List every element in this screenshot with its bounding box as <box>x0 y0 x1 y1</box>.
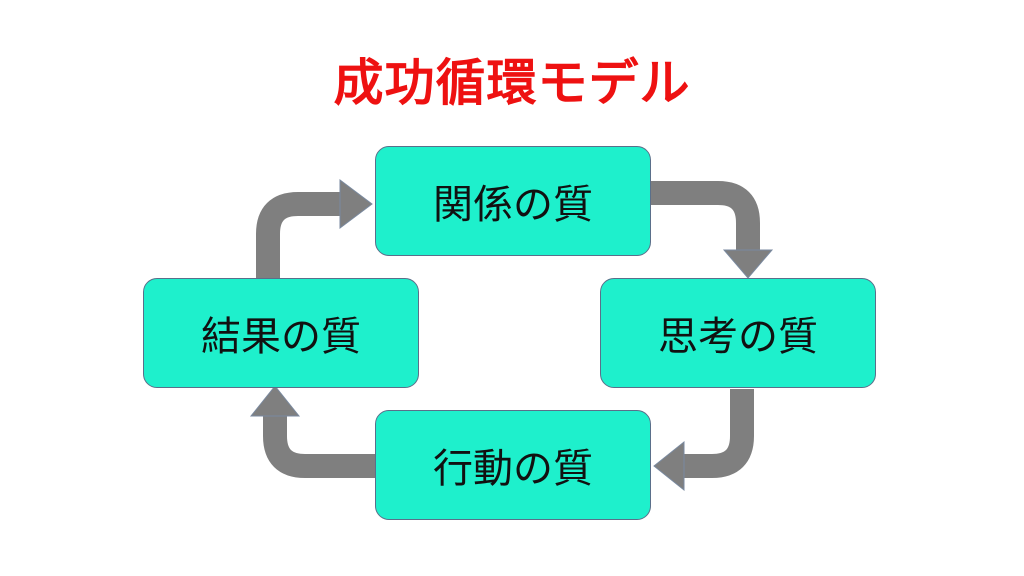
arrowhead-down-icon <box>722 249 774 279</box>
arrow-relationship-to-thinking-icon <box>650 181 760 252</box>
diagram-title: 成功循環モデル <box>333 54 691 112</box>
arrowhead-right-icon <box>339 179 373 229</box>
node-relationship: 関係の質 <box>375 146 651 256</box>
arrow-result-to-relationship-icon <box>256 192 342 278</box>
arrowhead-left-icon <box>653 440 685 492</box>
node-thinking: 思考の質 <box>600 278 876 388</box>
arrowhead-up-icon <box>249 385 301 417</box>
node-action: 行動の質 <box>375 410 651 520</box>
arrow-thinking-to-action-icon <box>682 389 754 478</box>
arrow-action-to-result-icon <box>263 414 376 478</box>
node-result: 結果の質 <box>143 278 419 388</box>
